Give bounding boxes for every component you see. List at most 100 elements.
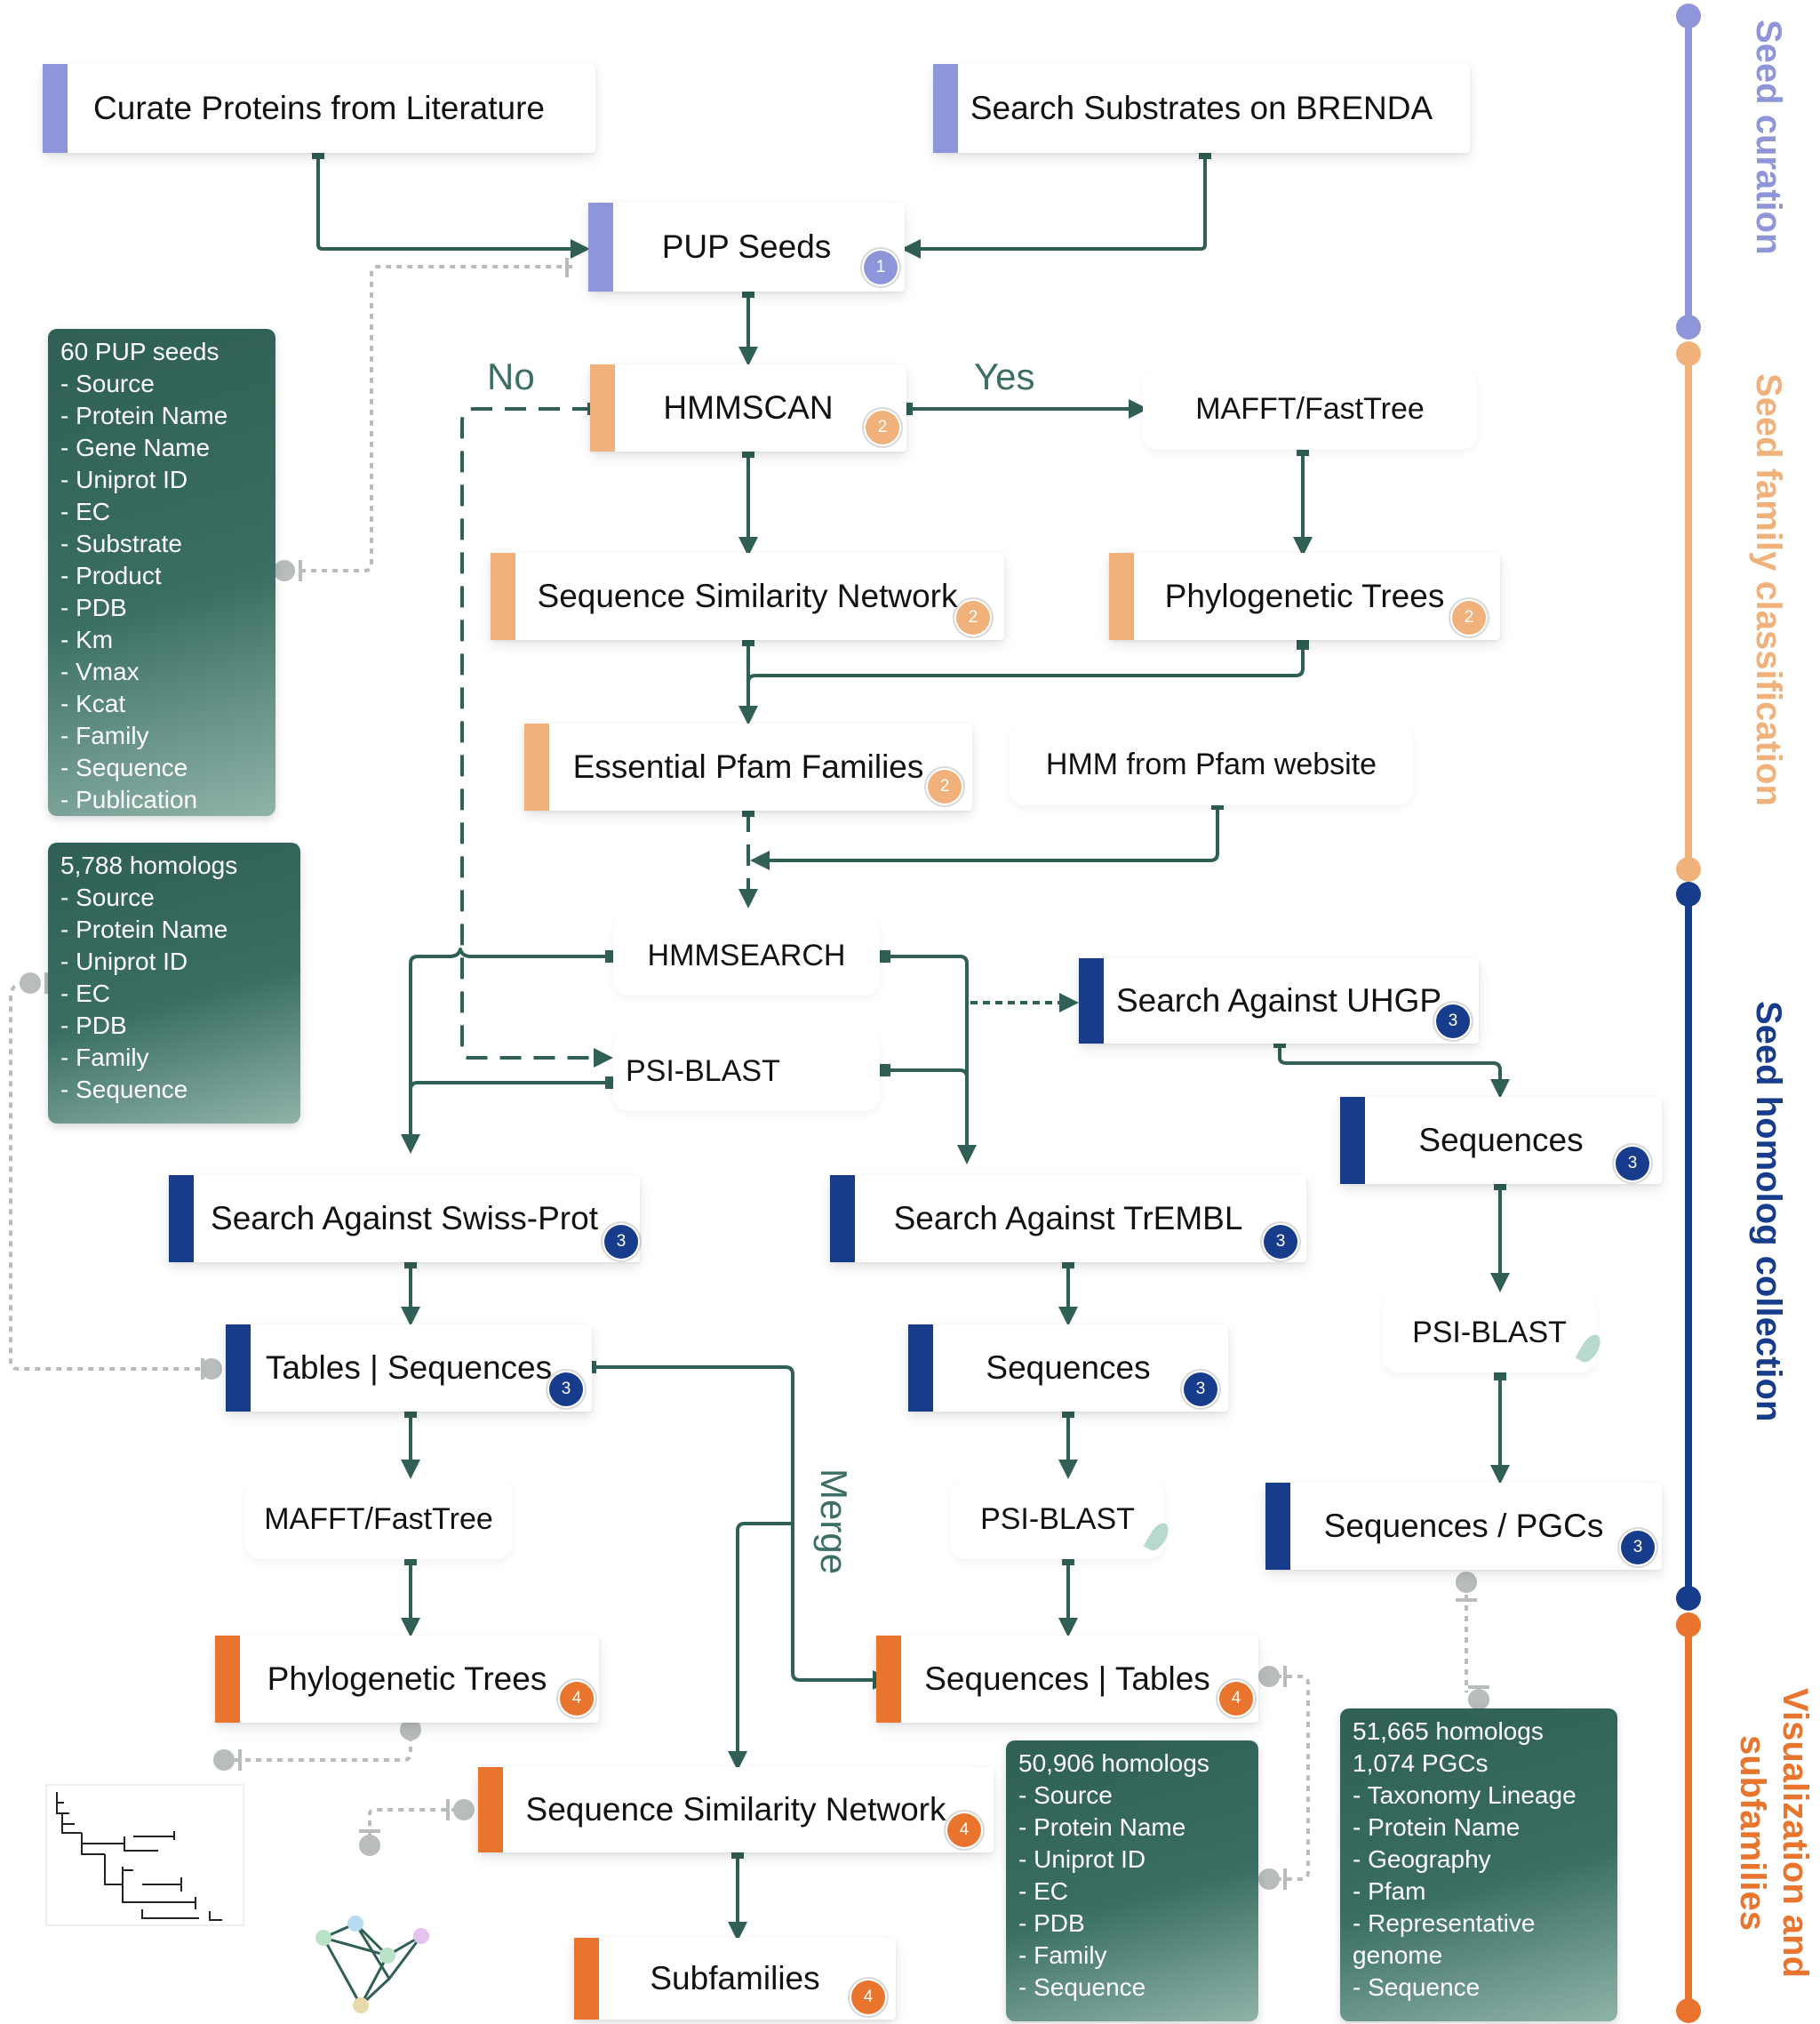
sequences-tables-box: Sequences | Tables <box>876 1636 1258 1723</box>
subfamilies-label: Subfamilies <box>650 1960 820 1996</box>
seeds-panel-item: - Protein Name <box>60 402 228 429</box>
tables-sequences-badge: 3 <box>549 1372 583 1406</box>
search-brenda-label: Search Substrates on BRENDA <box>970 90 1433 126</box>
homologs-5788-title: 5,788 homologs <box>60 852 238 879</box>
search-trembl-label: Search Against TrEMBL <box>893 1200 1243 1236</box>
mafft-fasttree-bottom-label: MAFFT/FastTree <box>264 1501 493 1536</box>
seeds-info-panel: 60 PUP seeds - Source - Protein Name - G… <box>48 329 275 816</box>
homologs-50906-panel: 50,906 homologs - Source - Protein Name … <box>1006 1740 1258 2021</box>
search-swissprot-badge: 3 <box>604 1225 638 1259</box>
stage-visualization-subfamilies-label: Visualization and subfamilies <box>1733 1688 1815 1978</box>
homologs-50906-item: - Protein Name <box>1018 1813 1186 1841</box>
homologs-50906-title: 50,906 homologs <box>1018 1749 1209 1777</box>
sequences-uhgp-badge: 3 <box>1616 1147 1649 1180</box>
ssn-bottom-label: Sequence Similarity Network <box>525 1791 946 1828</box>
seeds-panel-item: - PDB <box>60 594 127 621</box>
sequences-pgcs-badge: 3 <box>1621 1531 1655 1564</box>
essential-pfam-badge: 2 <box>928 770 962 804</box>
ssn-bottom-badge: 4 <box>947 1813 981 1847</box>
hmm-pfam-website-label: HMM from Pfam website <box>1045 747 1377 781</box>
sequences-tables-badge: 4 <box>1219 1682 1253 1716</box>
pup-seeds-label: PUP Seeds <box>661 228 832 265</box>
seeds-panel-item: - Kcat <box>60 690 126 717</box>
search-swissprot-label: Search Against Swiss-Prot <box>211 1200 598 1236</box>
seeds-panel-item: - Gene Name <box>60 434 211 461</box>
essential-pfam-box: Essential Pfam Families <box>524 724 972 811</box>
sequences-uhgp-box: Sequences <box>1340 1097 1662 1184</box>
mafft-fasttree-bottom: MAFFT/FastTree <box>245 1479 512 1559</box>
edge-label-no: No <box>487 356 535 397</box>
seeds-panel-item: - Uniprot ID <box>60 466 188 493</box>
homologs-5788-item: - EC <box>60 980 110 1007</box>
phylo-top-label: Phylogenetic Trees <box>1164 578 1445 614</box>
mafft-fasttree-top-label: MAFFT/FastTree <box>1195 391 1425 426</box>
psi-blast-top-node: PSI-BLAST <box>613 1031 880 1111</box>
seeds-panel-item: - Product <box>60 562 162 589</box>
homologs-51665-item: genome <box>1353 1941 1443 1969</box>
search-trembl-badge: 3 <box>1264 1225 1297 1259</box>
phylogenetic-tree-icon <box>45 1784 244 1926</box>
homologs-5788-item: - Sequence <box>60 1076 188 1103</box>
ssn-top-box: Sequence Similarity Network <box>491 553 1004 640</box>
homologs-51665-title: 51,665 homologs <box>1353 1717 1544 1745</box>
hmmscan-label: HMMSCAN <box>663 389 834 426</box>
seeds-panel-title: 60 PUP seeds <box>60 338 220 365</box>
tables-sequences-label: Tables | Sequences <box>265 1349 553 1386</box>
search-brenda-box: Search Substrates on BRENDA <box>933 64 1470 153</box>
subfamilies-badge: 4 <box>851 1980 885 2014</box>
tables-sequences-box: Tables | Sequences <box>226 1324 592 1412</box>
psi-blast-middle-label: PSI-BLAST <box>980 1501 1135 1536</box>
sequences-trembl-label: Sequences <box>986 1349 1151 1386</box>
search-uhgp-box: Search Against UHGP <box>1079 958 1479 1044</box>
psi-blast-top-label: PSI-BLAST <box>626 1053 780 1088</box>
sequences-tables-label: Sequences | Tables <box>924 1660 1210 1697</box>
pup-seeds-box: PUP Seeds <box>588 203 905 292</box>
homologs-51665-item: - Pfam <box>1353 1877 1426 1905</box>
mafft-fasttree-top: MAFFT/FastTree <box>1143 368 1477 450</box>
edge-label-merge: Merge <box>813 1468 855 1575</box>
homologs-5788-panel: 5,788 homologs - Source - Protein Name -… <box>48 843 300 1124</box>
curate-proteins-label: Curate Proteins from Literature <box>93 90 545 126</box>
stage-seed-homolog-collection: Seed homolog collection <box>1749 1001 1788 1422</box>
seeds-panel-item: - Km <box>60 626 114 653</box>
phylo-bottom-label: Phylogenetic Trees <box>267 1660 547 1697</box>
ssn-top-badge: 2 <box>956 601 990 635</box>
phylo-bottom-box: Phylogenetic Trees <box>215 1636 599 1723</box>
homologs-51665-subtitle: 1,074 PGCs <box>1353 1749 1489 1777</box>
curate-proteins-box: Curate Proteins from Literature <box>43 64 595 153</box>
hmmsearch-label: HMMSEARCH <box>647 938 846 972</box>
ssn-bottom-box: Sequence Similarity Network <box>478 1767 994 1852</box>
homologs-5788-item: - Source <box>60 884 155 911</box>
homologs-5788-item: - Family <box>60 1044 149 1071</box>
psi-blast-middle-node: PSI-BLAST <box>951 1479 1164 1559</box>
seeds-panel-item: - Publication <box>60 786 198 813</box>
homologs-50906-item: - Sequence <box>1018 1973 1146 2001</box>
search-uhgp-label: Search Against UHGP <box>1115 982 1442 1019</box>
ssn-top-label: Sequence Similarity Network <box>537 578 958 614</box>
sequences-pgcs-label: Sequences / PGCs <box>1323 1508 1604 1544</box>
homologs-50906-item: - Source <box>1018 1781 1113 1809</box>
hmm-pfam-website: HMM from Pfam website <box>1010 724 1413 805</box>
seeds-panel-item: - EC <box>60 498 110 525</box>
homologs-50906-item: - EC <box>1018 1877 1068 1905</box>
seeds-panel-item: - Substrate <box>60 530 182 557</box>
psi-blast-right-node: PSI-BLAST <box>1383 1292 1596 1372</box>
homologs-51665-item: - Protein Name <box>1353 1813 1521 1841</box>
homologs-51665-item: - Geography <box>1353 1845 1491 1873</box>
hmmscan-box: HMMSCAN <box>590 364 906 452</box>
sequences-trembl-box: Sequences <box>908 1324 1228 1412</box>
essential-pfam-label: Essential Pfam Families <box>572 748 924 785</box>
stage-visualization-subfamilies: Visualization and subfamilies <box>1731 1664 1816 2002</box>
homologs-5788-item: - Uniprot ID <box>60 948 188 975</box>
homologs-50906-item: - Uniprot ID <box>1018 1845 1146 1873</box>
phylo-top-badge: 2 <box>1452 601 1486 635</box>
seeds-panel-item: - Vmax <box>60 658 140 685</box>
homologs-51665-panel: 51,665 homologs 1,074 PGCs - Taxonomy Li… <box>1340 1708 1617 2021</box>
seeds-panel-item: - Family <box>60 722 149 749</box>
homologs-50906-item: - Family <box>1018 1941 1107 1969</box>
search-swissprot-box: Search Against Swiss-Prot <box>169 1175 640 1262</box>
homologs-51665-item: - Representative <box>1353 1909 1536 1937</box>
search-trembl-box: Search Against TrEMBL <box>830 1175 1306 1262</box>
